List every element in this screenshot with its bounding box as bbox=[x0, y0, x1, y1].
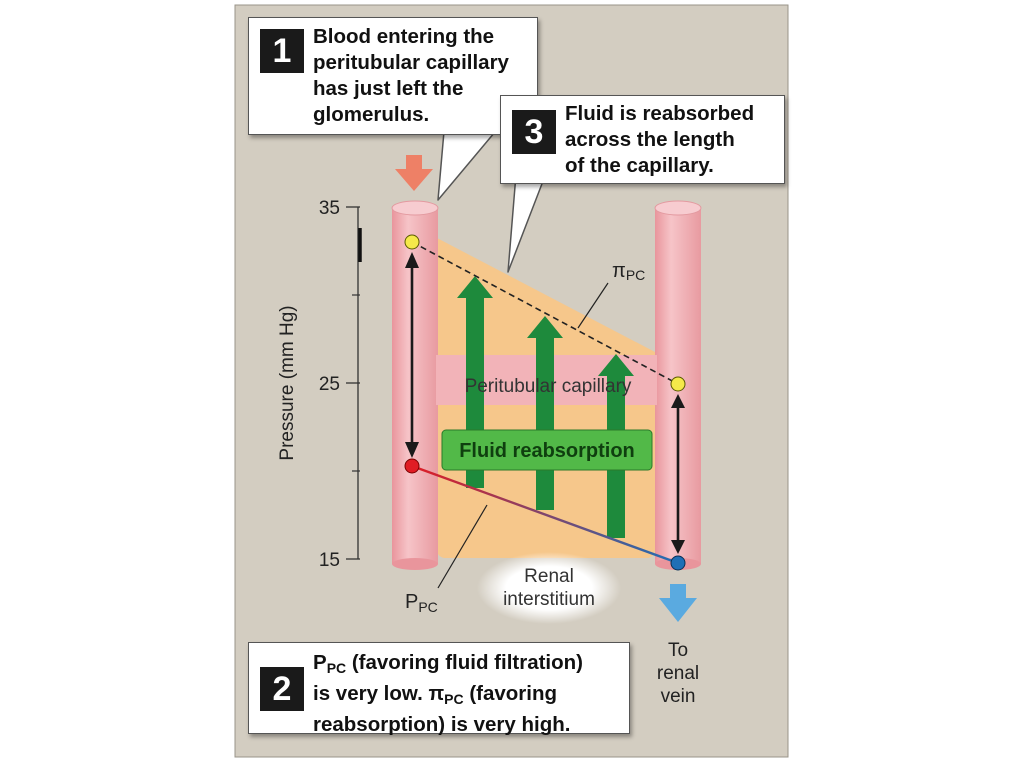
renal-interstitium-label-line1: Renal bbox=[524, 566, 574, 587]
pi-pc-dashed-line bbox=[411, 241, 679, 385]
axis-tick-label-15: 15 bbox=[319, 550, 340, 571]
pressure-difference-arrow-right bbox=[671, 394, 685, 554]
p-pc-start-point bbox=[404, 458, 420, 474]
callout-3-box: 3 Fluid is reabsorbed across the length … bbox=[500, 95, 785, 184]
p-pc-label: PPC bbox=[405, 591, 438, 615]
callout-2-line-3: reabsorption) is very high. bbox=[313, 713, 571, 736]
to-renal-vein-line1: To bbox=[668, 640, 688, 661]
p-pc-leader-line bbox=[437, 504, 488, 589]
blood-inflow-arrow bbox=[395, 155, 433, 191]
callout-2-number: 2 bbox=[260, 667, 304, 711]
p-pc-line bbox=[411, 464, 679, 565]
callout-2-box: 2 PPC (favoring fluid filtration) is ver… bbox=[248, 642, 630, 736]
pi-pc-start-point bbox=[404, 234, 420, 250]
fluid-reabsorption-box bbox=[441, 429, 653, 471]
callout-3-text: Fluid is reabsorbed across the length of… bbox=[565, 101, 754, 179]
callout-3-line-3: of the capillary. bbox=[565, 154, 714, 177]
pi-pc-end-point bbox=[670, 376, 686, 392]
callout-2-line-1: PPC (favoring fluid filtration) bbox=[313, 651, 584, 676]
callout-3-number: 3 bbox=[512, 110, 556, 154]
callout-3-line-2: across the length bbox=[565, 128, 735, 151]
to-renal-vein-line3: vein bbox=[661, 686, 696, 707]
pi-pc-leader-line bbox=[577, 282, 609, 329]
p-pc-end-point bbox=[670, 555, 686, 571]
callout-1-number: 1 bbox=[260, 29, 304, 73]
renal-vein-outflow-arrow bbox=[659, 584, 697, 622]
pressure-difference-arrow-left bbox=[405, 252, 419, 458]
axis-tick-label-35: 35 bbox=[319, 198, 340, 219]
to-renal-vein-line2: renal bbox=[657, 663, 699, 684]
fluid-reabsorption-label: Fluid reabsorption bbox=[459, 440, 635, 462]
callout-1-text: Blood entering the peritubular capillary… bbox=[313, 24, 509, 128]
renal-interstitium-glow bbox=[477, 552, 621, 624]
peritubular-capillary-label: Peritubular capillary bbox=[465, 376, 632, 397]
pressure-axis: 35 25 15 Pressure (mm Hg) bbox=[277, 198, 362, 571]
callout-3-line-1: Fluid is reabsorbed bbox=[565, 102, 755, 125]
callout-1-line-3: has just left the bbox=[313, 77, 464, 100]
axis-title: Pressure (mm Hg) bbox=[277, 305, 298, 460]
renal-interstitium-label-line2: interstitium bbox=[503, 589, 595, 610]
callout-2-line-2: is very low. πPC (favoring bbox=[313, 682, 558, 707]
callout-2-text: PPC (favoring fluid filtration) is very … bbox=[313, 650, 583, 738]
callout-1-line-2: peritubular capillary bbox=[313, 51, 509, 74]
callout-1-box: 1 Blood entering the peritubular capilla… bbox=[248, 17, 538, 135]
pi-pc-label: πPC bbox=[612, 260, 645, 283]
axis-tick-label-25: 25 bbox=[319, 374, 340, 395]
callout-1-line-1: Blood entering the bbox=[313, 25, 495, 48]
callout-1-line-4: glomerulus. bbox=[313, 103, 430, 126]
